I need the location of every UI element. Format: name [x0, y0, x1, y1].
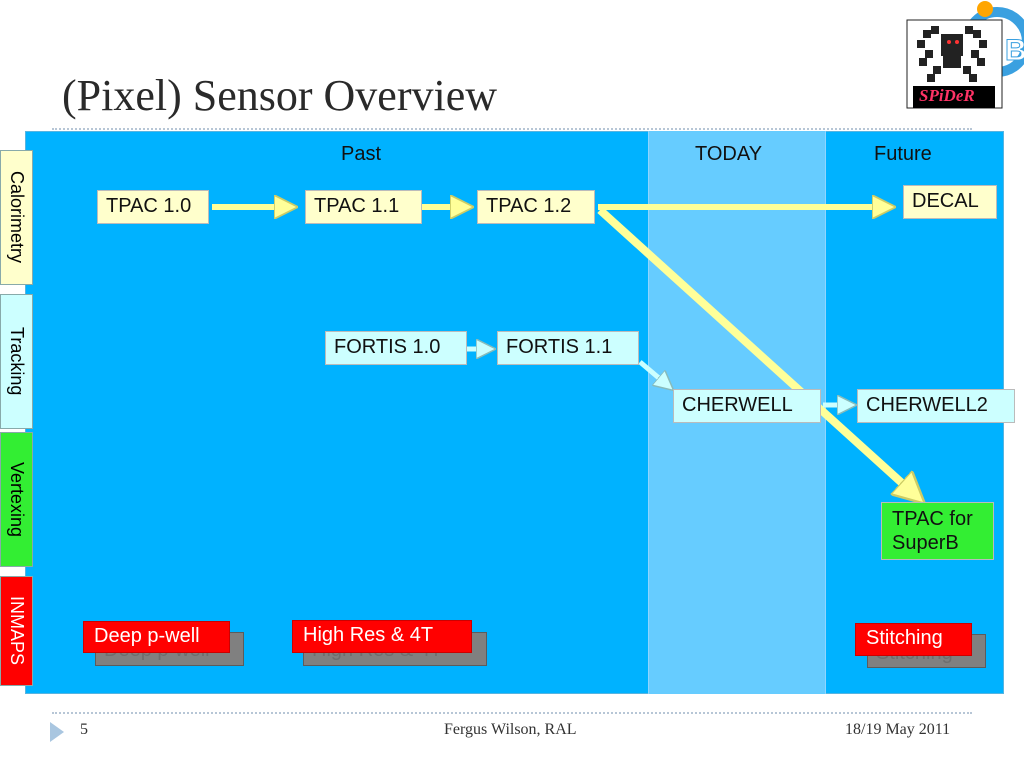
tab-calorimetry-label: Calorimetry [7, 171, 27, 264]
svg-text:B: B [1005, 34, 1024, 67]
column-future: Future [874, 143, 932, 165]
logo-text: SPiDeR [919, 86, 975, 105]
tab-inmaps-label: INMAPS [7, 596, 27, 666]
bullet-arrow-icon [50, 722, 64, 742]
column-today: TODAY [695, 143, 763, 165]
footer-author: Fergus Wilson, RAL [444, 721, 577, 738]
footer-date: 18/19 May 2011 [845, 721, 951, 738]
slide-title: (Pixel) Sensor Overview [62, 71, 498, 120]
tech-stitching: Stitching [855, 623, 972, 656]
sensor-fortis11: FORTIS 1.1 [497, 331, 639, 365]
sensor-fortis10: FORTIS 1.0 [325, 331, 467, 365]
tech-deep-pwell: Deep p-well [83, 621, 230, 653]
sensor-decal: DECAL [903, 185, 997, 219]
tab-tracking-label: Tracking [7, 327, 27, 396]
tab-tracking: Tracking [0, 294, 33, 429]
tab-inmaps: INMAPS [0, 576, 33, 686]
sensor-cherwell2: CHERWELL2 [857, 389, 1015, 423]
sensor-tpac10: TPAC 1.0 [97, 190, 209, 224]
arrow-tpac12-superb [597, 207, 913, 493]
footer-divider [52, 712, 972, 714]
page-number: 5 [80, 721, 88, 738]
tab-vertexing-label: Vertexing [7, 461, 27, 538]
sensor-tpac-superb: TPAC for SuperB [881, 502, 994, 560]
tech-high-res: High Res & 4T [292, 620, 472, 653]
column-past: Past [341, 143, 382, 165]
arrow-fortis11-cherwell [638, 360, 666, 384]
title-divider [52, 128, 972, 130]
tab-vertexing: Vertexing [0, 432, 33, 567]
sensor-tpac11: TPAC 1.1 [305, 190, 422, 224]
spider-logo: B SPiDeR [905, 0, 1024, 112]
sensor-cherwell: CHERWELL [673, 389, 821, 423]
tab-calorimetry: Calorimetry [0, 150, 33, 285]
sensor-tpac12: TPAC 1.2 [477, 190, 595, 224]
